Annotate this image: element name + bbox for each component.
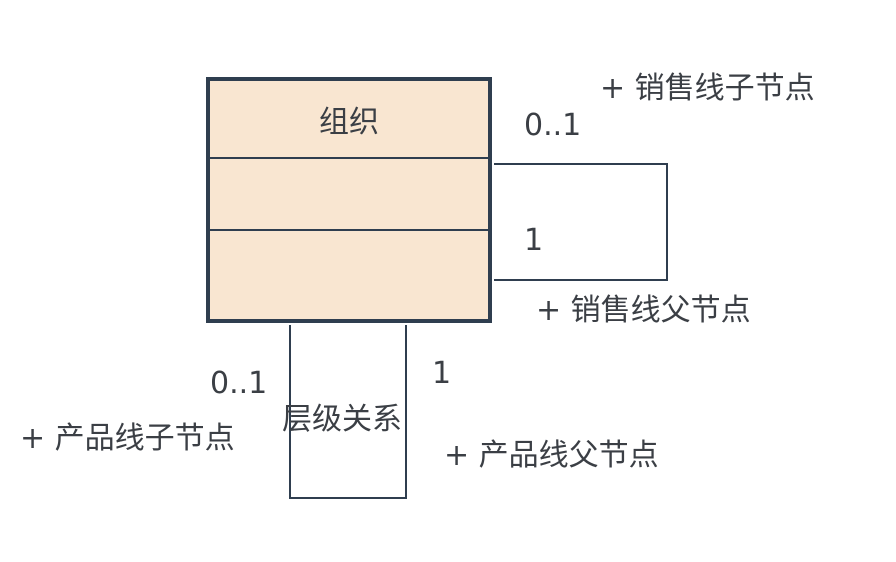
right-self-association-line	[494, 163, 668, 281]
product-parent-role: + 产品线父节点	[444, 438, 659, 473]
class-attributes-compartment	[210, 159, 488, 231]
product-child-role: + 产品线子节点	[20, 421, 235, 456]
sales-child-role: + 销售线子节点	[600, 71, 815, 106]
sales-parent-role: + 销售线父节点	[536, 293, 751, 328]
organization-class[interactable]: 组织	[206, 77, 492, 323]
class-name: 组织	[319, 105, 379, 140]
sales-parent-multiplicity: 1	[524, 223, 544, 258]
product-parent-multiplicity: 1	[432, 356, 452, 391]
class-name-compartment: 组织	[210, 81, 488, 159]
sales-child-multiplicity: 0..1	[524, 108, 582, 143]
product-child-multiplicity: 0..1	[210, 366, 268, 401]
bottom-self-association-line	[289, 325, 407, 499]
association-name: 层级关系	[282, 402, 402, 437]
class-operations-compartment	[210, 231, 488, 319]
